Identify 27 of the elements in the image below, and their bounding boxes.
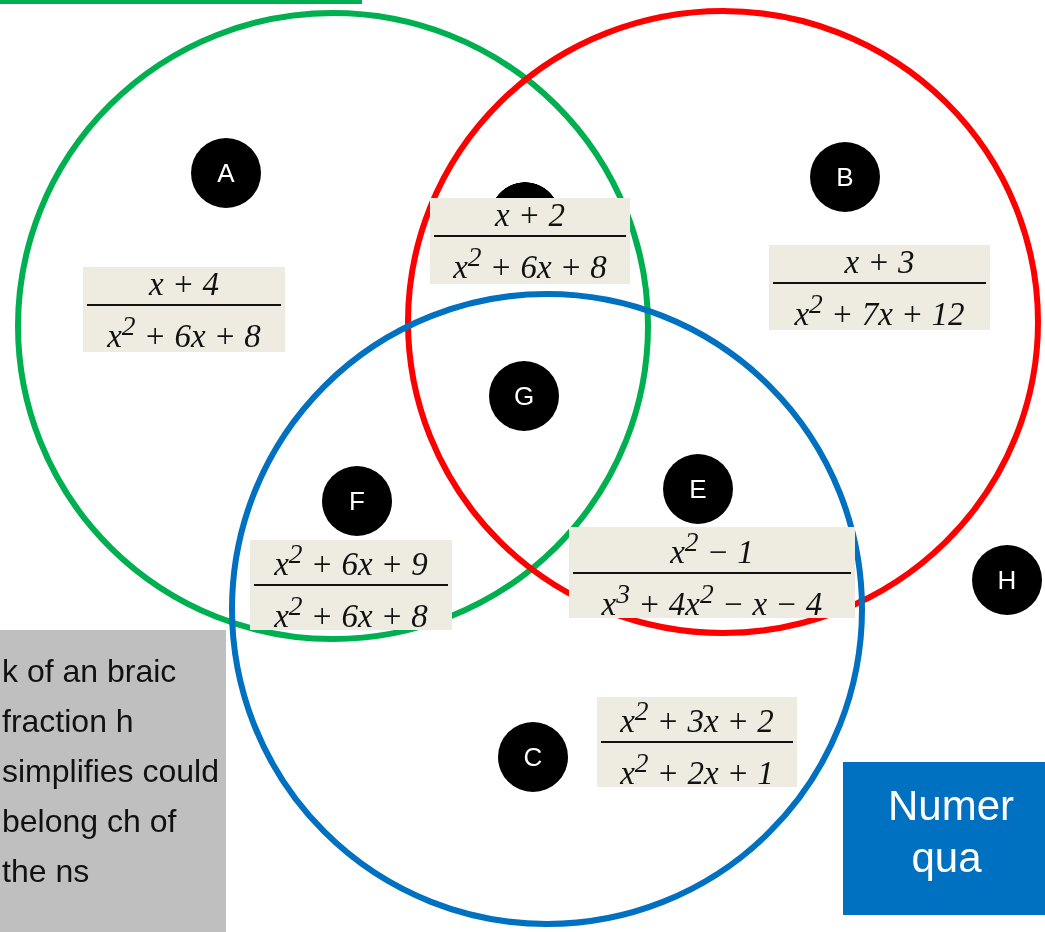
text-panel: k of an braic fraction h simplifies could belong ch of the ns: [0, 630, 226, 932]
letter-badge: H: [972, 545, 1042, 615]
fraction-card: [83, 267, 285, 352]
numerator: x + 3: [844, 242, 915, 282]
fraction-card: [430, 198, 630, 284]
fraction-card: [769, 245, 990, 330]
letter-badge: C: [498, 722, 568, 792]
letter-badge: E: [663, 454, 733, 524]
denominator: x$^{2}$ + 6x + 8: [87, 303, 281, 356]
letter-badge: B: [810, 142, 880, 212]
denominator: x$^{2}$ + 6x + 8: [434, 235, 626, 287]
fraction-card: [569, 527, 855, 618]
denominator: x$^{3}$ + 4x$^{2}$ − x − 4: [573, 571, 851, 624]
fraction-card: [250, 540, 452, 630]
numerator: x + 2: [495, 196, 565, 235]
numerator: x$^{2}$ − 1: [670, 524, 754, 572]
denominator: x$^{2}$ + 6x + 8: [254, 584, 448, 636]
denominator: x$^{2}$ + 2x + 1: [601, 741, 793, 793]
numerator: x$^{2}$ + 6x + 9: [274, 537, 428, 584]
letter-badge: F: [322, 466, 392, 536]
fraction-card: [597, 697, 797, 787]
letter-badge: G: [489, 361, 559, 431]
letter-badge: A: [191, 138, 261, 208]
numerator: x + 4: [149, 264, 219, 304]
text-panel: Numer qua: [843, 762, 1045, 915]
numerator: x$^{2}$ + 3x + 2: [620, 694, 774, 741]
denominator: x$^{2}$ + 7x + 12: [773, 281, 986, 334]
